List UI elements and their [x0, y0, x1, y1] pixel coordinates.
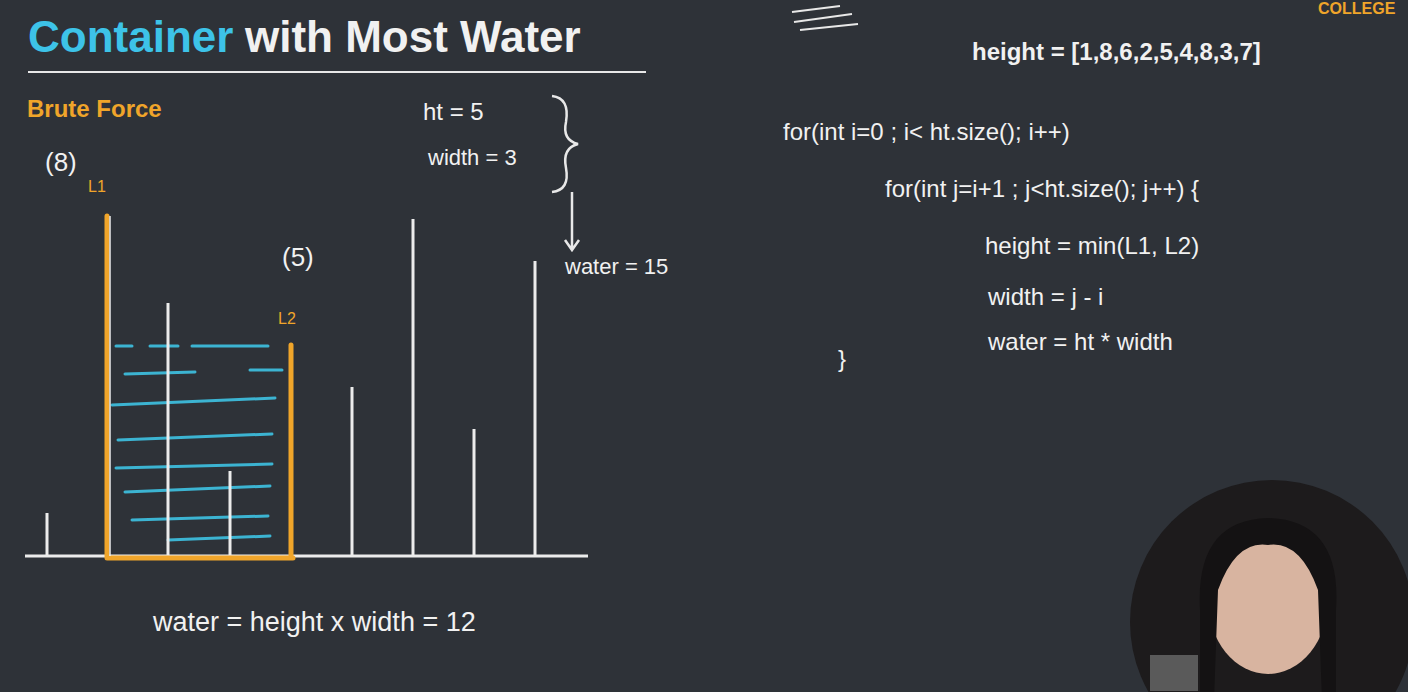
- title-underline: [28, 71, 646, 73]
- container-walls: [107, 216, 293, 558]
- subtitle: Brute Force: [27, 95, 162, 123]
- scribble: [792, 6, 858, 30]
- code-line: for(int j=i+1 ; j<ht.size(); j++) {: [885, 175, 1199, 203]
- line-name: L1: [88, 178, 106, 196]
- watermark: COLLEGE: [1318, 0, 1395, 18]
- note: ht = 5: [423, 98, 484, 126]
- water-fill: [112, 346, 282, 540]
- formula: water = height x width = 12: [153, 607, 476, 638]
- arrow: [565, 192, 579, 250]
- line-name: L2: [278, 310, 296, 328]
- webcam-view: [1130, 480, 1408, 692]
- curly-brace: [552, 96, 578, 192]
- title-word: Container: [28, 12, 233, 63]
- height-value: (5): [282, 243, 314, 273]
- note: width = 3: [428, 145, 517, 170]
- array: height = [1,8,6,2,5,4,8,3,7]: [972, 38, 1261, 66]
- code-line: for(int i=0 ; i< ht.size(); i++): [783, 118, 1070, 146]
- code-line: width = j - i: [988, 283, 1103, 311]
- code-line: water = ht * width: [988, 328, 1173, 356]
- height-bars: [47, 219, 535, 555]
- result: water = 15: [565, 254, 668, 279]
- height-bar: [109, 216, 111, 556]
- title-text: with Most Water: [245, 12, 581, 63]
- code-line: }: [838, 345, 846, 373]
- code-line: height = min(L1, L2): [985, 232, 1199, 260]
- height-value: (8): [45, 148, 77, 178]
